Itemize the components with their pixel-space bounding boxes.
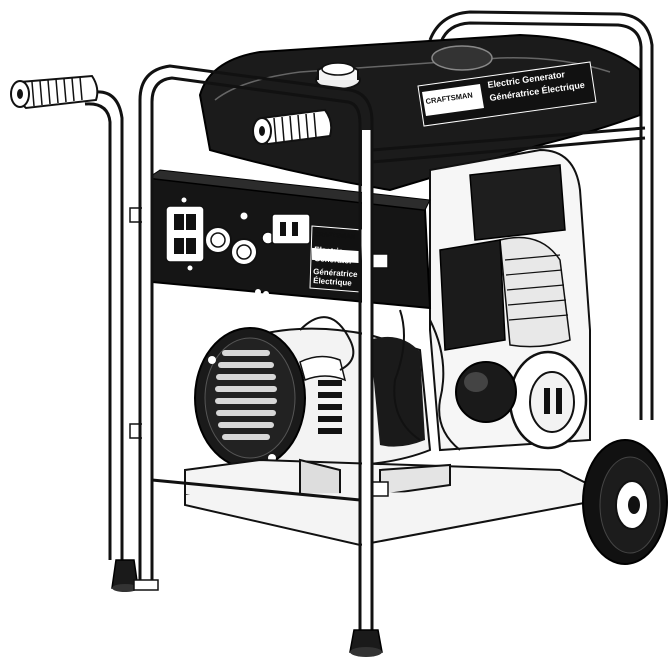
tank-decal: CRAFTSMAN Electric Generator Génératrice… [417, 61, 597, 127]
alternator-vents [215, 350, 277, 440]
control-panel: CRAFTSMAN Electric Generator Génératrice… [146, 169, 432, 310]
outlet-twistlock-2 [230, 238, 258, 266]
panel-decal-line4: Électrique [313, 276, 353, 288]
panel-decal-line3: Génératrice [313, 267, 359, 279]
feet [111, 559, 383, 657]
air-filter [455, 361, 517, 423]
alternator [194, 327, 432, 469]
panel-decal-brand: CRAFTSMAN [314, 231, 356, 241]
wheel [582, 439, 668, 565]
front-frame [138, 64, 646, 640]
rear-handle [84, 90, 124, 560]
wiring [299, 309, 461, 451]
recoil-starter [508, 350, 588, 450]
outlet-twistlock-1 [204, 226, 232, 254]
fuel-cap [315, 62, 361, 90]
panel-decal: CRAFTSMAN Electric Generator Génératrice… [309, 225, 363, 293]
panel-decal-line2: Generator [314, 254, 353, 266]
handle-grip-left [10, 74, 99, 110]
panel-decal-line1: Electric [314, 245, 344, 256]
handle-grip-front [252, 108, 333, 146]
fuel-tank [198, 33, 641, 192]
outlet-gfci [165, 205, 205, 263]
frame-tube-fill [142, 120, 371, 638]
base-cradle [184, 458, 604, 547]
outlet-duplex [271, 213, 311, 245]
foot-front-left [133, 579, 159, 591]
